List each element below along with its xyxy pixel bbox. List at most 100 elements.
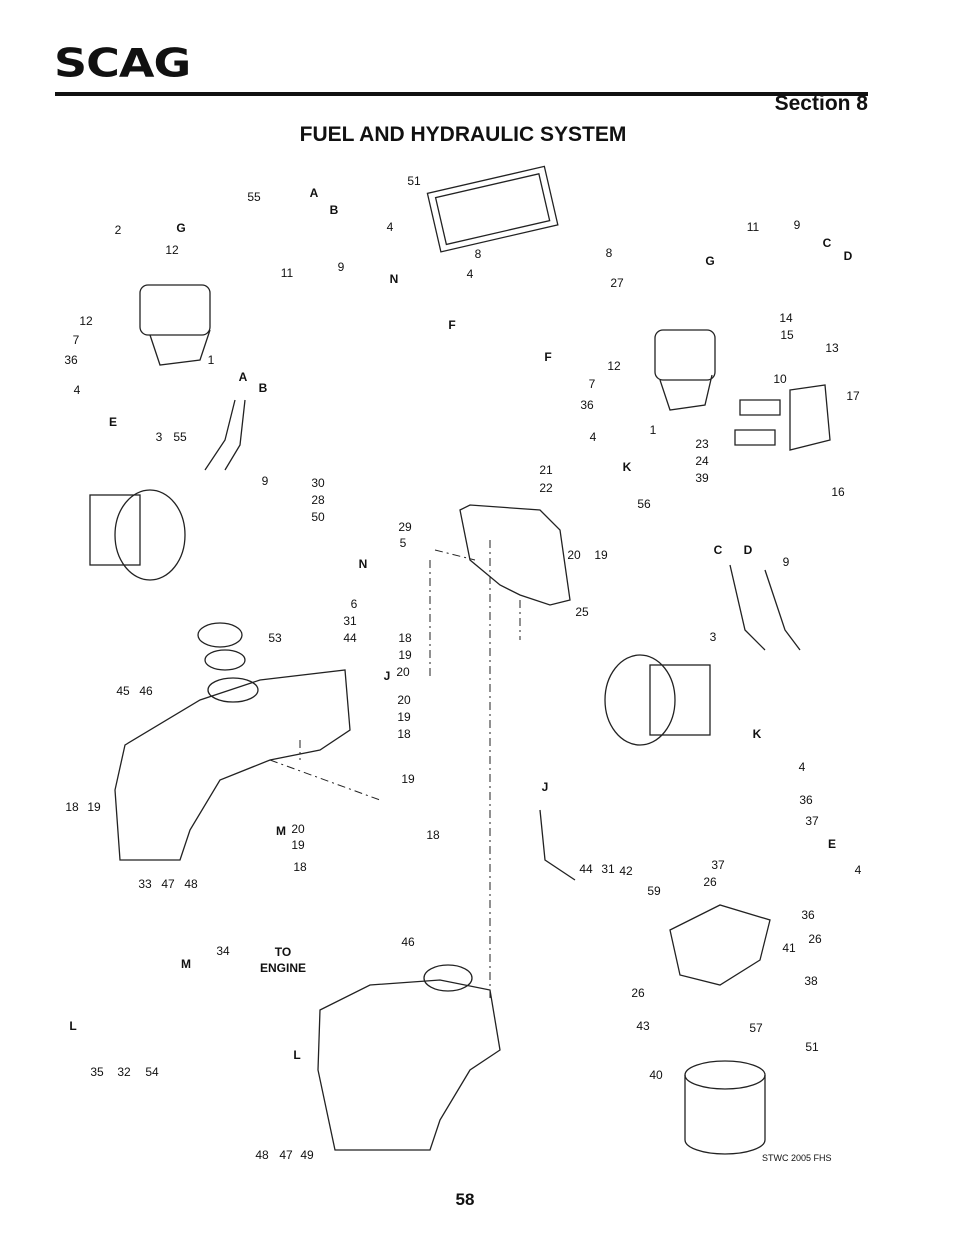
- callout-label: A: [309, 186, 319, 200]
- callout-label: G: [176, 221, 186, 235]
- callout-label: 28: [311, 493, 325, 507]
- callout-label: 19: [397, 710, 411, 724]
- callout-label: 22: [539, 481, 553, 495]
- callout-label: 33: [138, 877, 152, 891]
- callout-label: 18: [65, 800, 79, 814]
- callout-label: 12: [165, 243, 179, 257]
- callout-label: 10: [773, 372, 787, 386]
- wheel-motor-left: [89, 489, 186, 581]
- callout-label: 19: [291, 838, 305, 852]
- callout-label: 18: [426, 828, 440, 842]
- callout-label: C: [822, 236, 832, 250]
- callout-label: 12: [607, 359, 621, 373]
- callout-label: F: [544, 350, 552, 364]
- callout-label: M: [276, 824, 286, 838]
- callout-label: 38: [804, 974, 818, 988]
- callout-label: K: [622, 460, 632, 474]
- callout-label: 23: [695, 437, 709, 451]
- callout-label: 46: [139, 684, 153, 698]
- callout-label: 7: [72, 333, 80, 347]
- callout-label: 20: [567, 548, 581, 562]
- callout-label: 45: [116, 684, 130, 698]
- callout-label: 44: [579, 862, 593, 876]
- callout-label: C: [713, 543, 723, 557]
- callout-label: 19: [87, 800, 101, 814]
- scag-logo: SCAG: [54, 40, 191, 86]
- fuel-tank-bottom: [317, 979, 501, 1151]
- callout-label: 11: [280, 266, 294, 280]
- hydraulic-reservoir: [459, 504, 571, 606]
- callout-label: 37: [711, 858, 725, 872]
- callout-label: 43: [636, 1019, 650, 1033]
- callout-label: 27: [610, 276, 624, 290]
- callout-label: D: [843, 249, 853, 263]
- callout-label: 8: [474, 247, 482, 261]
- callout-label: 13: [825, 341, 839, 355]
- callout-label: 34: [216, 944, 230, 958]
- callout-label: F: [448, 318, 456, 332]
- callout-label: E: [827, 837, 837, 851]
- callout-label: 9: [782, 555, 790, 569]
- callout-label: 26: [808, 932, 822, 946]
- to-engine-label: TO ENGINE: [260, 944, 306, 976]
- callout-label: 19: [594, 548, 608, 562]
- callout-label: 42: [619, 864, 633, 878]
- callout-label: 5: [399, 536, 407, 550]
- callout-label: 54: [145, 1065, 159, 1079]
- callout-label: 4: [854, 863, 862, 877]
- callout-label: 55: [173, 430, 187, 444]
- callout-label: 17: [846, 389, 860, 403]
- callout-label: 51: [407, 174, 421, 188]
- callout-label: 4: [386, 220, 394, 234]
- callout-label: 16: [831, 485, 845, 499]
- callout-label: 59: [647, 884, 661, 898]
- callout-label: N: [358, 557, 368, 571]
- callout-label: 7: [588, 377, 596, 391]
- callout-label: 18: [398, 631, 412, 645]
- callout-label: 47: [161, 877, 175, 891]
- callout-label: 20: [396, 665, 410, 679]
- callout-label: 4: [73, 383, 81, 397]
- callout-label: 25: [575, 605, 589, 619]
- callout-label: 3: [155, 430, 163, 444]
- callout-label: 56: [637, 497, 651, 511]
- page-title: FUEL AND HYDRAULIC SYSTEM: [299, 123, 627, 146]
- callout-label: 9: [261, 474, 269, 488]
- oil-filter: [684, 1060, 766, 1155]
- callout-label: 29: [398, 520, 412, 534]
- callout-label: 37: [805, 814, 819, 828]
- header-rule: [55, 92, 868, 96]
- callout-label: 6: [350, 597, 358, 611]
- callout-label: 48: [255, 1148, 269, 1162]
- callout-label: 21: [539, 463, 553, 477]
- callout-label: K: [752, 727, 762, 741]
- callout-label: 48: [184, 877, 198, 891]
- page-number: 58: [455, 1190, 475, 1209]
- callout-label: 3: [709, 630, 717, 644]
- wheel-motor-right: [604, 654, 711, 746]
- pump-right: [654, 329, 716, 411]
- to-engine-line-2: ENGINE: [259, 961, 307, 975]
- callout-label: 20: [291, 822, 305, 836]
- callout-label: 9: [337, 260, 345, 274]
- callout-label: 8: [605, 246, 613, 260]
- callout-label: N: [389, 272, 399, 286]
- callout-label: 55: [247, 190, 261, 204]
- callout-label: 19: [398, 648, 412, 662]
- fuel-tank-left: [114, 669, 351, 861]
- callout-label: 26: [631, 986, 645, 1000]
- callout-label: A: [238, 370, 248, 384]
- callout-label: 53: [268, 631, 282, 645]
- callout-label: 14: [779, 311, 793, 325]
- callout-label: 4: [466, 267, 474, 281]
- callout-label: 18: [397, 727, 411, 741]
- callout-label: 31: [601, 862, 615, 876]
- callout-label: 18: [293, 860, 307, 874]
- callout-label: 47: [279, 1148, 293, 1162]
- oil-cooler: [426, 165, 559, 253]
- callout-label: 1: [649, 423, 657, 437]
- callout-label: 19: [401, 772, 415, 786]
- callout-label: 57: [749, 1021, 763, 1035]
- callout-label: 9: [793, 218, 801, 232]
- callout-label: 50: [311, 510, 325, 524]
